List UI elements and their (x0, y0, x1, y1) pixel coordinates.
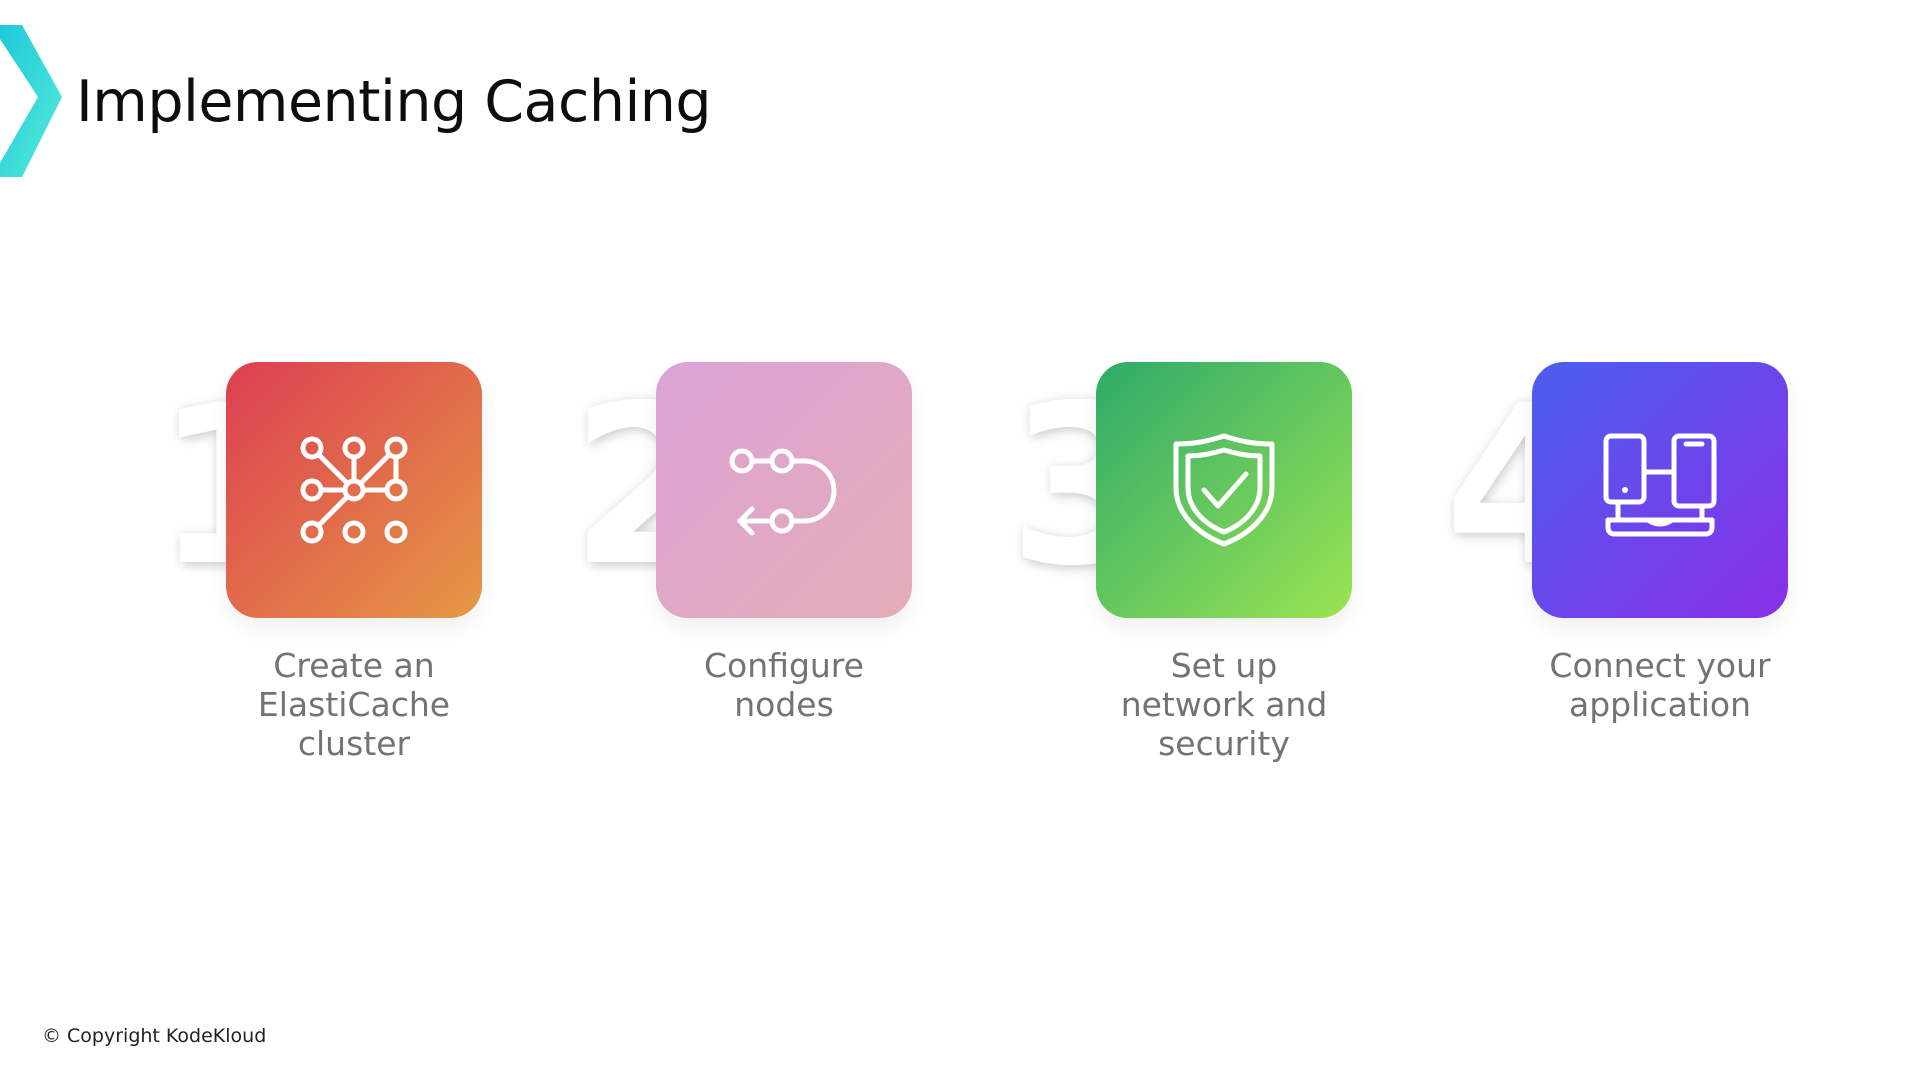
cluster-network-icon (292, 428, 416, 552)
kodekloud-chevron-icon (0, 25, 70, 185)
step-tile (226, 362, 482, 618)
step-tile (656, 362, 912, 618)
devices-laptop-icon (1598, 428, 1722, 552)
copyright-text: © Copyright KodeKloud (42, 1025, 267, 1047)
step-label: Set up network and security (1120, 646, 1328, 763)
step-tile (1096, 362, 1352, 618)
step-tile (1532, 362, 1788, 618)
step-label: Configure nodes (704, 646, 864, 724)
step-label: Create an ElastiCache cluster (257, 646, 451, 763)
step-label: Connect your application (1549, 646, 1771, 724)
page-title: Implementing Caching (76, 69, 712, 135)
configure-flow-icon (722, 428, 846, 552)
shield-check-icon (1162, 428, 1286, 552)
